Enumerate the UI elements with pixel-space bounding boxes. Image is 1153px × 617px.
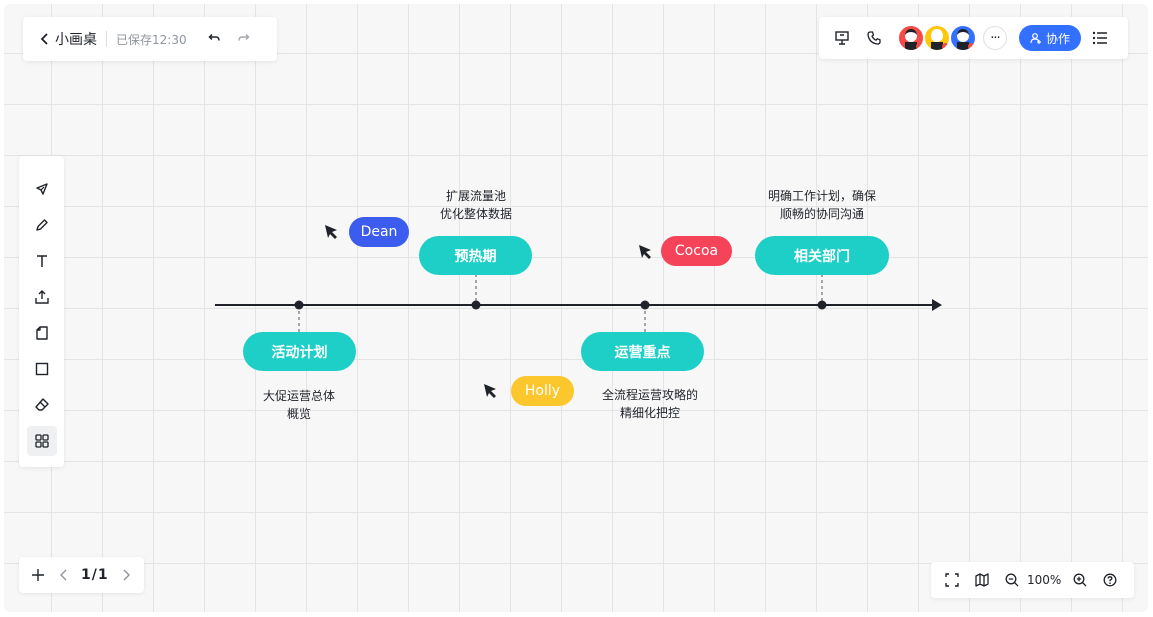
collaboration-bar: ··· 协作 <box>819 17 1128 59</box>
page-navigator: 1/1 <box>19 557 144 593</box>
title-bar: 小画桌 已保存12:30 <box>23 17 277 61</box>
zoom-out-icon[interactable] <box>1003 571 1021 589</box>
timeline-dot-2 <box>471 300 481 310</box>
cursor-label-holly: Holly <box>511 376 574 406</box>
outline-list-icon[interactable] <box>1091 29 1109 47</box>
page-separator: / <box>91 567 98 583</box>
cursor-label-dean: Dean <box>349 217 409 247</box>
timeline-node-warmup[interactable]: 预热期 <box>419 236 532 275</box>
eraser-tool-icon[interactable] <box>27 390 57 420</box>
sticky-note-tool-icon[interactable] <box>27 318 57 348</box>
desc-line: 优化整体数据 <box>439 207 512 221</box>
zoom-in-icon[interactable] <box>1071 571 1089 589</box>
cursor-arrow-icon <box>639 245 651 259</box>
status-dot <box>942 43 949 50</box>
cooperate-button[interactable]: 协作 <box>1019 25 1081 51</box>
pen-tool-icon[interactable] <box>27 210 57 240</box>
desc-line: 扩展流量池 <box>445 189 506 203</box>
cursor-arrow-icon <box>325 225 337 239</box>
phone-icon[interactable] <box>863 27 885 49</box>
desc-line: 概览 <box>286 407 311 421</box>
desc-line: 明确工作计划，确保 <box>767 189 876 203</box>
desc-line: 精细化把控 <box>619 406 680 420</box>
document-title[interactable]: 小画桌 <box>55 32 97 48</box>
status-dot <box>916 43 923 50</box>
cooperate-label: 协作 <box>1045 31 1070 46</box>
more-button[interactable]: ··· <box>983 26 1007 50</box>
zoom-controls: 100% <box>931 562 1134 598</box>
timeline-desc-departments: 明确工作计划，确保 顺畅的协同沟通 <box>742 187 902 223</box>
back-icon[interactable] <box>37 31 53 47</box>
timeline-desc-operation-focus: 全流程运营攻略的 精细化把控 <box>570 386 730 422</box>
collaborator-avatars <box>897 24 977 52</box>
status-dot <box>968 43 975 50</box>
timeline-node-departments[interactable]: 相关部门 <box>755 236 889 275</box>
next-page-icon[interactable] <box>117 566 135 584</box>
timeline-dot-3 <box>640 300 650 310</box>
timeline-desc-activity-plan: 大促运营总体 概览 <box>219 387 379 423</box>
user-icon <box>1030 33 1041 44</box>
undo-icon[interactable] <box>207 32 221 46</box>
timeline-dot-1 <box>294 300 304 310</box>
avatar[interactable] <box>897 24 925 52</box>
desc-line: 大促运营总体 <box>262 389 335 403</box>
timeline-dot-4 <box>817 300 827 310</box>
page-indicator: 1/1 <box>81 567 109 583</box>
cursor-label-cocoa: Cocoa <box>661 236 732 266</box>
total-pages: 1 <box>97 567 109 583</box>
add-page-icon[interactable] <box>29 566 47 584</box>
avatar[interactable] <box>949 24 977 52</box>
cursor-arrow-icon <box>484 384 496 398</box>
zoom-level[interactable]: 100% <box>1027 573 1062 587</box>
divider <box>106 31 107 47</box>
text-tool-icon[interactable] <box>27 246 57 276</box>
presentation-icon[interactable] <box>831 27 853 49</box>
timeline-node-activity-plan[interactable]: 活动计划 <box>243 332 356 371</box>
redo-icon[interactable] <box>237 32 251 46</box>
avatar[interactable] <box>923 24 951 52</box>
prev-page-icon[interactable] <box>55 566 73 584</box>
timeline-desc-warmup: 扩展流量池 优化整体数据 <box>396 187 556 223</box>
fit-screen-icon[interactable] <box>943 571 961 589</box>
select-tool-icon[interactable] <box>27 174 57 204</box>
current-page: 1 <box>81 567 92 583</box>
timeline-node-operation-focus[interactable]: 运营重点 <box>581 332 704 371</box>
timeline-arrowhead <box>932 299 942 311</box>
shape-tool-icon[interactable] <box>27 354 57 384</box>
upload-tool-icon[interactable] <box>27 282 57 312</box>
desc-line: 顺畅的协同沟通 <box>779 207 864 221</box>
desc-line: 全流程运营攻略的 <box>601 388 698 402</box>
minimap-icon[interactable] <box>973 571 991 589</box>
help-icon[interactable] <box>1101 571 1119 589</box>
tool-sidebar <box>19 156 64 467</box>
more-tools-grid-icon[interactable] <box>26 426 57 456</box>
save-status: 已保存12:30 <box>116 32 187 47</box>
whiteboard-canvas[interactable] <box>4 4 1148 612</box>
